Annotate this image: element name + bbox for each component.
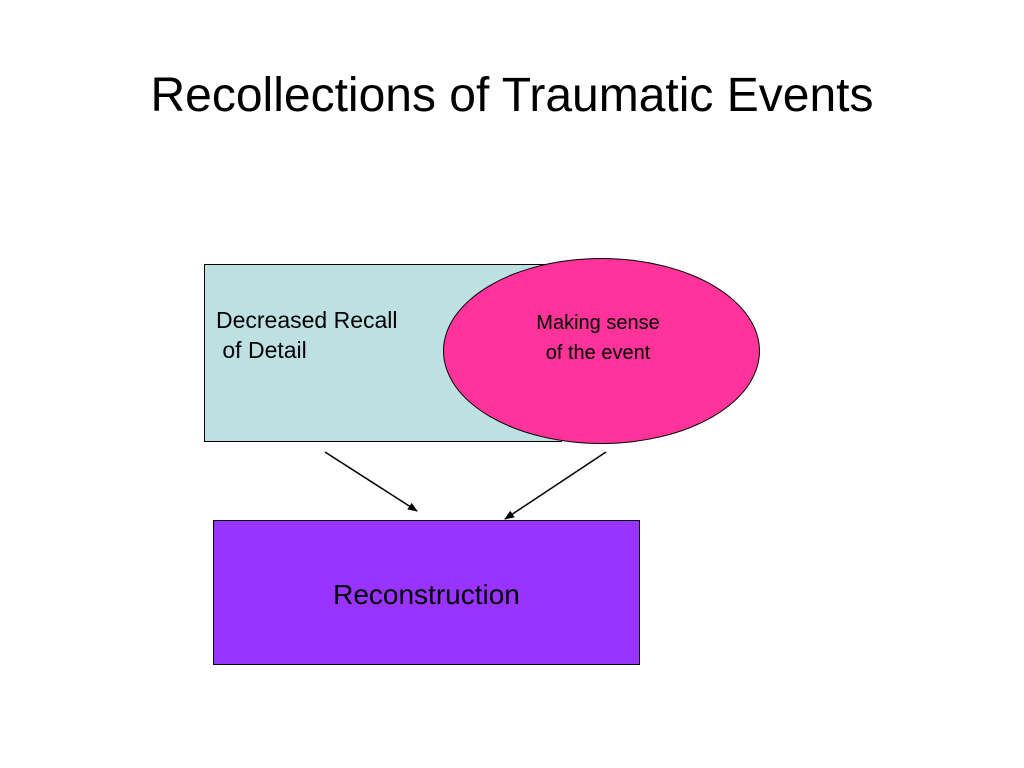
slide-title: Recollections of Traumatic Events <box>150 69 874 122</box>
reconstruction-box <box>213 520 640 665</box>
reconstruction-label: Reconstruction <box>333 579 520 610</box>
making-sense-label: Making sense of the event <box>536 312 660 364</box>
arrow-sense-to-reconstruction <box>504 451 607 520</box>
arrow-recall-to-reconstruction <box>324 451 418 512</box>
making-sense-ellipse <box>443 258 760 444</box>
decreased-recall-label: Decreased Recall of Detail <box>216 307 398 363</box>
